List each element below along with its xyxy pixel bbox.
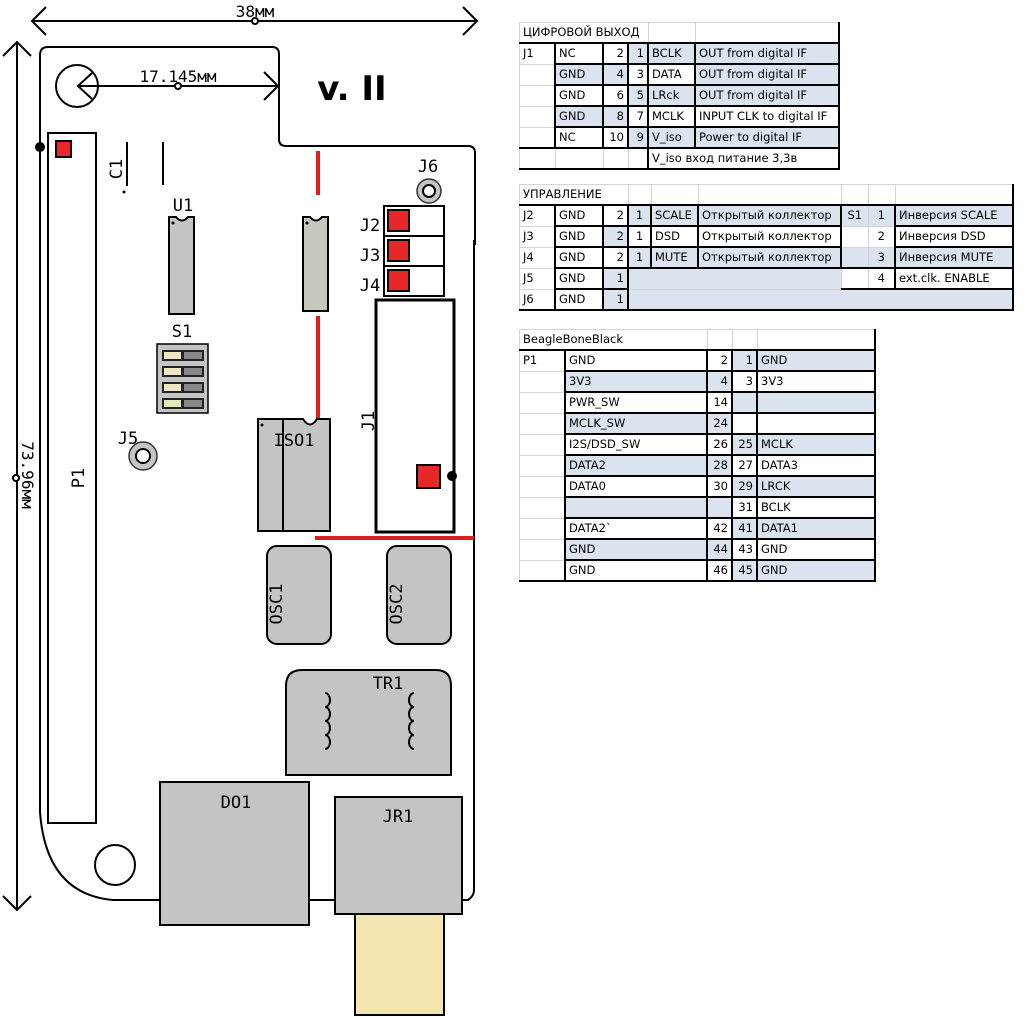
j3-label: J3 bbox=[360, 246, 380, 266]
table-row: GND 4 3 DATA OUT from digital IF bbox=[519, 63, 840, 86]
table-row: I2S/DSD_SW 26 25 MCLK bbox=[519, 433, 876, 456]
jr1-label: JR1 bbox=[383, 807, 414, 827]
table-title: ЦИФРОВОЙ ВЫХОД bbox=[519, 22, 649, 44]
table-note-row: V_iso вход питание 3,3в bbox=[519, 147, 840, 170]
u1-label: U1 bbox=[173, 196, 193, 216]
component-tr1 bbox=[285, 669, 452, 776]
width-dimension-label: 38мм bbox=[236, 2, 275, 21]
j3-pad bbox=[387, 239, 410, 262]
component-u1 bbox=[168, 216, 195, 315]
table-title: УПРАВЛЕНИЕ bbox=[519, 184, 629, 206]
iso1-label: ISO1 bbox=[274, 431, 315, 451]
table-row: NC 10 9 V_iso Power to digital IF bbox=[519, 126, 840, 149]
component-p1: P1 bbox=[35, 132, 97, 824]
table-note: V_iso вход питание 3,3в bbox=[647, 147, 840, 170]
j4-label: J4 bbox=[360, 276, 380, 296]
j2-pad bbox=[387, 209, 410, 232]
table-row: P1 GND 2 1 GND bbox=[519, 349, 876, 372]
osc1-label: OSC1 bbox=[267, 584, 287, 625]
table-title: BeagleBoneBlack bbox=[519, 329, 708, 351]
table-row: DATA2 28 27 DATA3 bbox=[519, 454, 876, 477]
pcb-layout-drawing: 38мм 73.96мм 17.145мм v. II P1 C1 U1 bbox=[2, 2, 479, 1016]
component-j2-j3-j4 bbox=[383, 205, 445, 297]
table-row: PWR_SW 14 bbox=[519, 391, 876, 414]
component-j5 bbox=[128, 441, 158, 471]
table-row: MCLK_SW 24 bbox=[519, 412, 876, 435]
component-ic-unlabeled bbox=[302, 216, 329, 312]
s1-label: S1 bbox=[172, 322, 192, 342]
component-osc1 bbox=[266, 545, 332, 645]
j1-label: J1 bbox=[359, 411, 379, 431]
component-do1 bbox=[159, 781, 310, 926]
table-row: GND 6 5 LRck OUT from digital IF bbox=[519, 84, 840, 107]
component-s1-dip-switch bbox=[156, 343, 209, 414]
width-dimension bbox=[30, 6, 479, 36]
red-traces bbox=[315, 151, 474, 540]
j1-pin1-pad bbox=[416, 464, 441, 489]
table-row: GND 46 45 GND bbox=[519, 559, 876, 582]
j6-label: J6 bbox=[418, 157, 438, 177]
table-row: 31 BCLK bbox=[519, 496, 876, 519]
table-row: J2 GND 2 1 SCALE Открытый коллектор S1 1… bbox=[519, 204, 1014, 227]
table-row: GND 8 7 MCLK INPUT CLK to digital IF bbox=[519, 105, 840, 128]
p1-pin1-pad bbox=[55, 140, 72, 158]
table-beaglebone-black: BeagleBoneBlack P1 GND 2 1 GND 3V3 4 3 3… bbox=[519, 329, 876, 582]
component-jr1 bbox=[334, 796, 463, 915]
component-j6 bbox=[416, 178, 442, 204]
table-row: J5 GND 1 4 ext.clk. ENABLE bbox=[519, 267, 1014, 290]
c1-label: C1 bbox=[107, 159, 127, 179]
height-dimension-label: 73.96мм bbox=[18, 441, 37, 509]
tr1-label: TR1 bbox=[373, 674, 404, 694]
component-osc2 bbox=[386, 545, 452, 645]
table-row: J6 GND 1 bbox=[519, 288, 1014, 311]
table-row: DATA0 30 29 LRCK bbox=[519, 475, 876, 498]
p1-label: P1 bbox=[69, 468, 89, 488]
table-row: 3V3 4 3 3V3 bbox=[519, 370, 876, 393]
table-row: DATA2` 42 41 DATA1 bbox=[519, 517, 876, 540]
table-row: GND 44 43 GND bbox=[519, 538, 876, 561]
j2-label: J2 bbox=[360, 216, 380, 236]
table-row: J1 NC 2 1 BCLK OUT from digital IF bbox=[519, 42, 840, 65]
height-dimension bbox=[2, 40, 32, 912]
mounting-hole-bottom bbox=[94, 844, 136, 886]
table-row: J4 GND 2 1 MUTE Открытый коллектор 3 Инв… bbox=[519, 246, 1014, 269]
component-j1 bbox=[374, 298, 457, 534]
osc2-label: OSC2 bbox=[387, 584, 407, 625]
table-row: J3 GND 2 1 DSD Открытый коллектор 2 Инве… bbox=[519, 225, 1014, 248]
component-c1 bbox=[122, 142, 164, 194]
component-iso1 bbox=[257, 418, 331, 532]
j4-pad bbox=[387, 269, 410, 292]
hole-dimension bbox=[76, 71, 280, 101]
table-control: УПРАВЛЕНИЕ J2 GND 2 1 SCALE Открытый кол… bbox=[519, 184, 1014, 311]
version-label: v. II bbox=[317, 69, 386, 109]
j5-label: J5 bbox=[118, 429, 138, 449]
table-digital-output: ЦИФРОВОЙ ВЫХОД J1 NC 2 1 BCLK OUT from d… bbox=[519, 22, 840, 170]
board-outline bbox=[48, 46, 476, 245]
jr1-plug bbox=[354, 913, 445, 1016]
do1-label: DO1 bbox=[221, 793, 252, 813]
hole-dimension-label: 17.145мм bbox=[139, 67, 216, 86]
